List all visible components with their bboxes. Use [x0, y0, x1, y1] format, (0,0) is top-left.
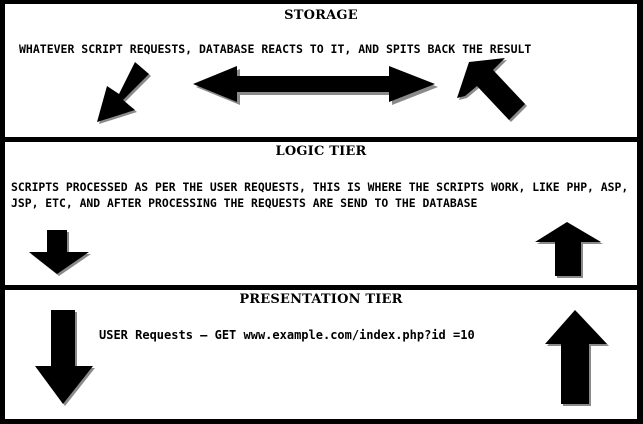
presentation-tier-panel: PRESENTATION TIER USER Requests – GET ww… — [5, 290, 637, 419]
arrow-down-icon — [35, 310, 95, 406]
arrow-up-left-icon — [457, 58, 527, 122]
arrow-up-icon — [545, 310, 609, 406]
presentation-title: PRESENTATION TIER — [239, 292, 403, 307]
arrow-up-icon — [535, 222, 603, 278]
storage-tier-panel: STORAGE WHATEVER SCRIPT REQUESTS, DATABA… — [5, 4, 637, 137]
logic-tier-panel: LOGIC TIER SCRIPTS PROCESSED AS PER THE … — [5, 142, 637, 285]
arrow-left-right-icon — [193, 66, 438, 105]
arrow-down-icon — [29, 230, 91, 276]
arrow-down-left-icon — [97, 62, 151, 124]
logic-description: SCRIPTS PROCESSED AS PER THE USER REQUES… — [11, 180, 636, 210]
logic-title: LOGIC TIER — [275, 144, 367, 159]
storage-description: WHATEVER SCRIPT REQUESTS, DATABASE REACT… — [19, 42, 532, 56]
storage-title: STORAGE — [284, 8, 358, 23]
presentation-description: USER Requests – GET www.example.com/inde… — [99, 328, 475, 342]
